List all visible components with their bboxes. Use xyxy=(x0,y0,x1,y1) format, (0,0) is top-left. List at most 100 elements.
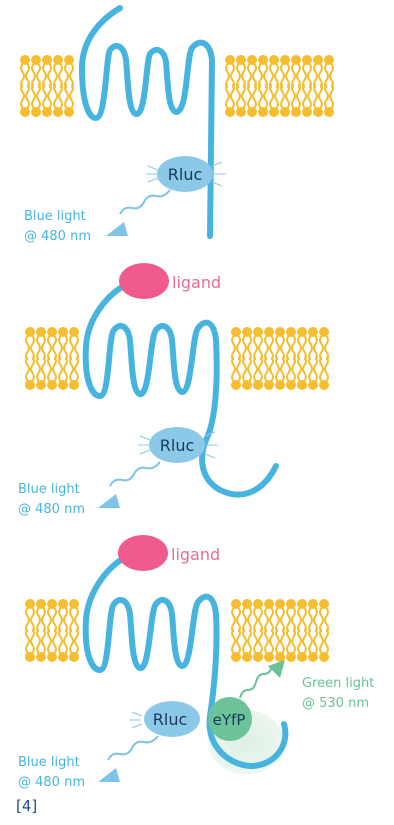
eyfp-label: eYfP xyxy=(213,711,246,729)
lipid-top-icon xyxy=(20,55,30,88)
lipid-top-icon xyxy=(231,327,241,360)
lipid-top-icon xyxy=(308,599,318,632)
lipid-bottom-icon xyxy=(20,84,30,117)
ligand: ligand xyxy=(118,535,220,571)
lipid-bottom-icon xyxy=(264,629,274,662)
lipid-top-icon xyxy=(231,599,241,632)
lipid-top-icon xyxy=(324,55,334,88)
lipid-top-icon xyxy=(42,55,52,88)
lipid-bottom-icon xyxy=(47,357,57,390)
panel-1: Rluc Blue light @ 480 nm xyxy=(20,8,334,244)
ligand: ligand xyxy=(119,263,221,299)
lipid-top-icon xyxy=(225,55,235,88)
blue-light-wavelength: @ 480 nm xyxy=(18,502,85,517)
rluc-label: Rluc xyxy=(153,710,188,729)
lipid-top-icon xyxy=(47,327,57,360)
lipid-top-icon xyxy=(280,55,290,88)
lipid-top-icon xyxy=(297,327,307,360)
blue-light-label: Blue light xyxy=(24,209,86,224)
lipid-bottom-icon xyxy=(58,629,68,662)
membrane-right xyxy=(231,599,329,662)
lipid-top-icon xyxy=(275,327,285,360)
lipid-top-icon xyxy=(25,599,35,632)
lipid-bottom-icon xyxy=(291,84,301,117)
lipid-bottom-icon xyxy=(36,629,46,662)
lipid-bottom-icon xyxy=(47,629,57,662)
blue-light-label: Blue light xyxy=(18,482,80,497)
lipid-bottom-icon xyxy=(297,629,307,662)
lipid-top-icon xyxy=(253,599,263,632)
arrowhead-icon xyxy=(98,494,120,508)
lipid-top-icon xyxy=(264,327,274,360)
blue-light-wavelength: @ 480 nm xyxy=(18,775,85,790)
green-light-wavelength: @ 530 nm xyxy=(302,696,369,711)
lipid-top-icon xyxy=(242,599,252,632)
lipid-top-icon xyxy=(236,55,246,88)
blue-light-label: Blue light xyxy=(18,755,80,770)
lipid-bottom-icon xyxy=(324,84,334,117)
lipid-top-icon xyxy=(269,55,279,88)
lipid-bottom-icon xyxy=(319,357,329,390)
lipid-bottom-icon xyxy=(308,629,318,662)
lipid-top-icon xyxy=(25,327,35,360)
lipid-top-icon xyxy=(286,599,296,632)
eyfp-protein: eYfP xyxy=(208,697,252,741)
lipid-top-icon xyxy=(53,55,63,88)
lipid-top-icon xyxy=(308,327,318,360)
lipid-top-icon xyxy=(253,327,263,360)
lipid-top-icon xyxy=(313,55,323,88)
lipid-top-icon xyxy=(36,599,46,632)
lipid-bottom-icon xyxy=(286,629,296,662)
lipid-bottom-icon xyxy=(69,629,79,662)
lipid-bottom-icon xyxy=(64,84,74,117)
lipid-top-icon xyxy=(69,599,79,632)
lipid-bottom-icon xyxy=(253,629,263,662)
rluc-label: Rluc xyxy=(160,436,195,455)
membrane-left xyxy=(25,599,79,662)
lipid-top-icon xyxy=(258,55,268,88)
rluc-label: Rluc xyxy=(168,165,203,184)
green-light-label: Green light xyxy=(302,676,374,691)
panel-2: ligand Rluc Blue light @ 480 nm xyxy=(18,263,329,517)
lipid-bottom-icon xyxy=(69,357,79,390)
lipid-bottom-icon xyxy=(297,357,307,390)
lipid-bottom-icon xyxy=(286,357,296,390)
lipid-bottom-icon xyxy=(231,629,241,662)
lipid-bottom-icon xyxy=(258,84,268,117)
reference-citation: [4] xyxy=(16,797,37,815)
lipid-bottom-icon xyxy=(236,84,246,117)
arrowhead-icon xyxy=(106,222,128,236)
lipid-bottom-icon xyxy=(25,357,35,390)
ligand-label: ligand xyxy=(171,545,220,564)
panel-3: ligand Rluc eYfP Green light @ 530 nm Bl… xyxy=(18,535,374,790)
lipid-top-icon xyxy=(242,327,252,360)
lipid-top-icon xyxy=(297,599,307,632)
lipid-bottom-icon xyxy=(242,357,252,390)
lipid-top-icon xyxy=(302,55,312,88)
lipid-top-icon xyxy=(319,599,329,632)
lipid-bottom-icon xyxy=(231,357,241,390)
lipid-bottom-icon xyxy=(247,84,257,117)
receptor-strand xyxy=(82,8,212,236)
lipid-bottom-icon xyxy=(308,357,318,390)
lipid-top-icon xyxy=(69,327,79,360)
lipid-top-icon xyxy=(36,327,46,360)
membrane-left xyxy=(20,55,74,117)
arrowhead-icon xyxy=(98,768,120,782)
lipid-bottom-icon xyxy=(269,84,279,117)
lipid-bottom-icon xyxy=(302,84,312,117)
lipid-bottom-icon xyxy=(264,357,274,390)
lipid-bottom-icon xyxy=(36,357,46,390)
blue-light-arrow xyxy=(120,190,170,214)
lipid-top-icon xyxy=(64,55,74,88)
lipid-bottom-icon xyxy=(313,84,323,117)
lipid-top-icon xyxy=(275,599,285,632)
lipid-top-icon xyxy=(264,599,274,632)
blue-light-arrow xyxy=(108,736,158,760)
lipid-bottom-icon xyxy=(275,357,285,390)
lipid-top-icon xyxy=(291,55,301,88)
lipid-bottom-icon xyxy=(31,84,41,117)
lipid-bottom-icon xyxy=(58,357,68,390)
lipid-top-icon xyxy=(58,327,68,360)
